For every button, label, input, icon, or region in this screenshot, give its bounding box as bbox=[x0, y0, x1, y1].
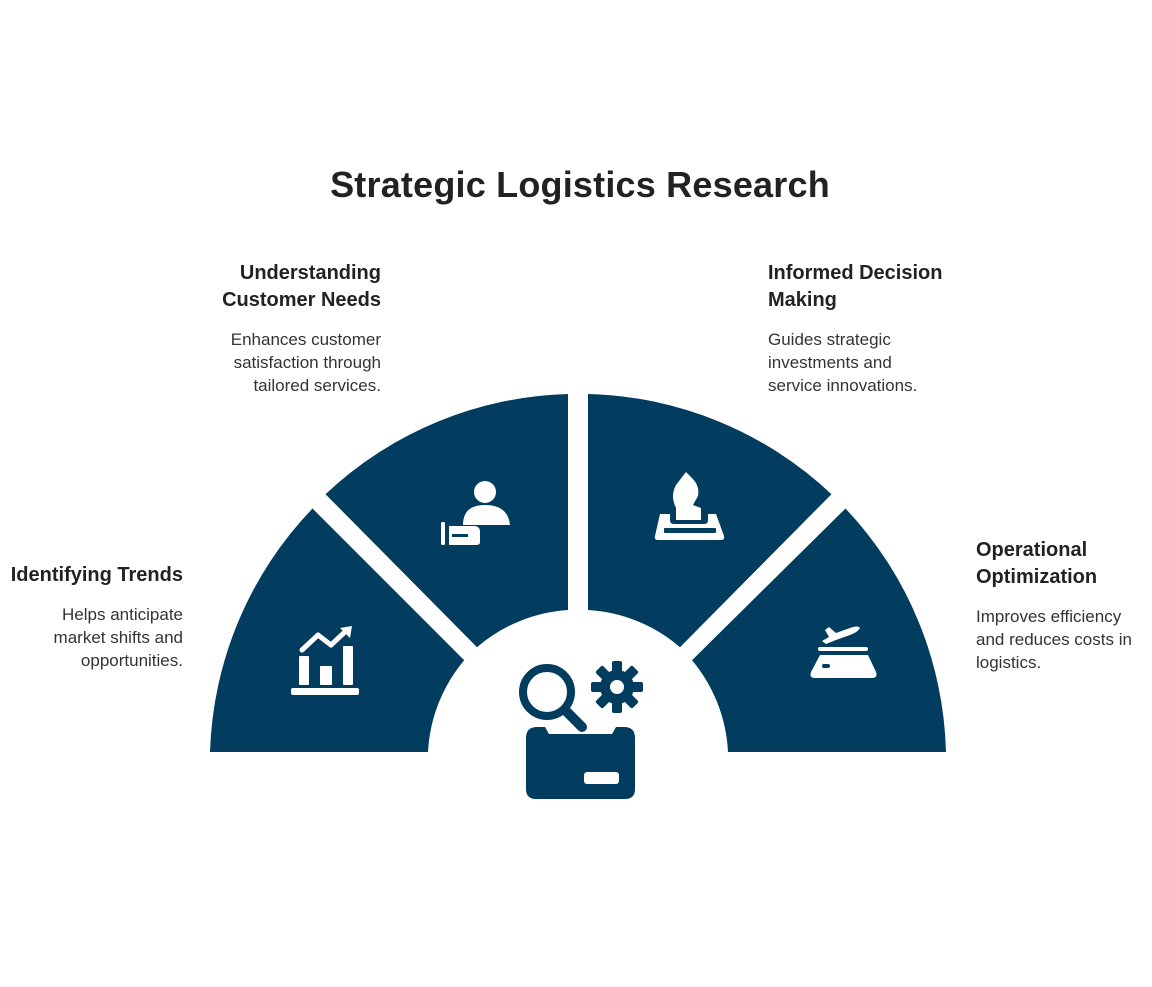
description-understanding-customer-needs: Enhances customer satisfaction through t… bbox=[230, 330, 381, 395]
block-identifying-trends: Identifying Trends Helps anticipate mark… bbox=[0, 562, 183, 672]
segment-operational-optimization[interactable] bbox=[692, 508, 946, 753]
trend-chart-icon bbox=[291, 626, 359, 695]
description-identifying-trends: Helps anticipate market shifts and oppor… bbox=[53, 605, 183, 670]
page-title: Strategic Logistics Research bbox=[330, 164, 830, 205]
block-operational-optimization: Operational Optimization Improves effici… bbox=[976, 537, 1152, 674]
customer-service-icon bbox=[441, 481, 510, 545]
segment-identifying-trends[interactable] bbox=[210, 508, 465, 753]
heading-operational-optimization: Operational Optimization bbox=[976, 539, 1098, 588]
research-logistics-icon bbox=[519, 661, 643, 799]
block-informed-decision-making: Informed Decision Making Guides strategi… bbox=[768, 260, 1008, 397]
description-informed-decision-making: Guides strategic investments and service… bbox=[768, 330, 918, 395]
heading-understanding-customer-needs: Understanding Customer Needs bbox=[222, 262, 381, 311]
heading-identifying-trends: Identifying Trends bbox=[10, 564, 183, 586]
block-understanding-customer-needs: Understanding Customer Needs Enhances cu… bbox=[160, 260, 381, 397]
chess-strategy-icon bbox=[654, 472, 725, 540]
description-operational-optimization: Improves efficiency and reduces costs in… bbox=[976, 607, 1132, 672]
segment-understanding-customer-needs[interactable] bbox=[325, 394, 569, 648]
plane-runway-icon bbox=[810, 626, 877, 678]
heading-informed-decision-making: Informed Decision Making bbox=[768, 262, 943, 311]
